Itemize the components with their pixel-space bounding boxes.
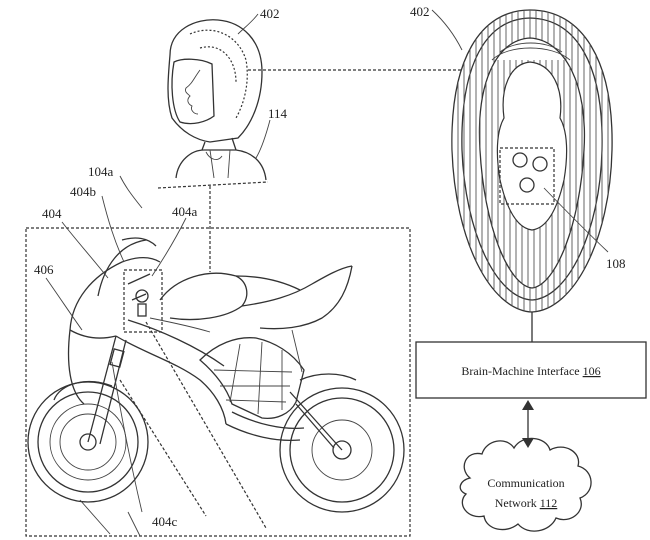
leader-114: [255, 119, 271, 159]
sensor-404c: [109, 348, 125, 368]
label-404: 404: [42, 206, 62, 221]
label-104a: 104a: [88, 164, 114, 179]
network-line2: Network 112: [495, 496, 558, 510]
label-108: 108: [606, 256, 626, 271]
electrode-3: [519, 177, 535, 193]
helmet-top-view: [451, 9, 613, 313]
sensor-404a: [135, 289, 149, 303]
motorcycle: [27, 237, 405, 513]
leader-108: [543, 187, 609, 253]
bmi-box: [415, 341, 647, 399]
label-404a: 404a: [172, 204, 198, 219]
leader-402-top: [431, 9, 463, 51]
leader-104a: [119, 175, 143, 209]
bidirectional-arrow: [522, 400, 534, 448]
leader-402-left: [237, 13, 259, 35]
electrode-array: [499, 147, 555, 205]
label-404c: 404c: [152, 514, 178, 529]
motorcycle-frame-box: [25, 227, 411, 537]
rear-wheel: [279, 387, 405, 513]
network-ref: 112: [540, 496, 558, 510]
label-404b: 404b: [70, 184, 96, 199]
leader-404b: [101, 195, 125, 263]
rider-head-helmet: [167, 19, 267, 181]
section-line: [157, 181, 269, 189]
network-cloud: [459, 437, 592, 532]
dashed-diagonal-2: [145, 321, 267, 529]
electrode-2: [532, 156, 548, 172]
bmi-ref: 106: [583, 364, 601, 378]
leader-406: [45, 277, 83, 331]
dashed-diagonal-1: [119, 379, 207, 517]
label-114: 114: [268, 106, 288, 121]
label-402-left: 402: [260, 6, 280, 21]
label-406: 406: [34, 262, 54, 277]
leader-bottom: [79, 499, 141, 537]
bmi-label: Brain-Machine Interface: [461, 364, 582, 378]
label-402-top: 402: [410, 4, 430, 19]
leader-404c: [111, 361, 143, 513]
sensor-404a-box: [123, 269, 163, 333]
leader-404a: [151, 217, 187, 277]
electrode-1: [512, 152, 528, 168]
network-label: Network: [495, 496, 540, 510]
leader-404: [61, 221, 109, 279]
network-line1: Communication: [487, 476, 564, 490]
bmi-text: Brain-Machine Interface 106: [461, 364, 600, 378]
